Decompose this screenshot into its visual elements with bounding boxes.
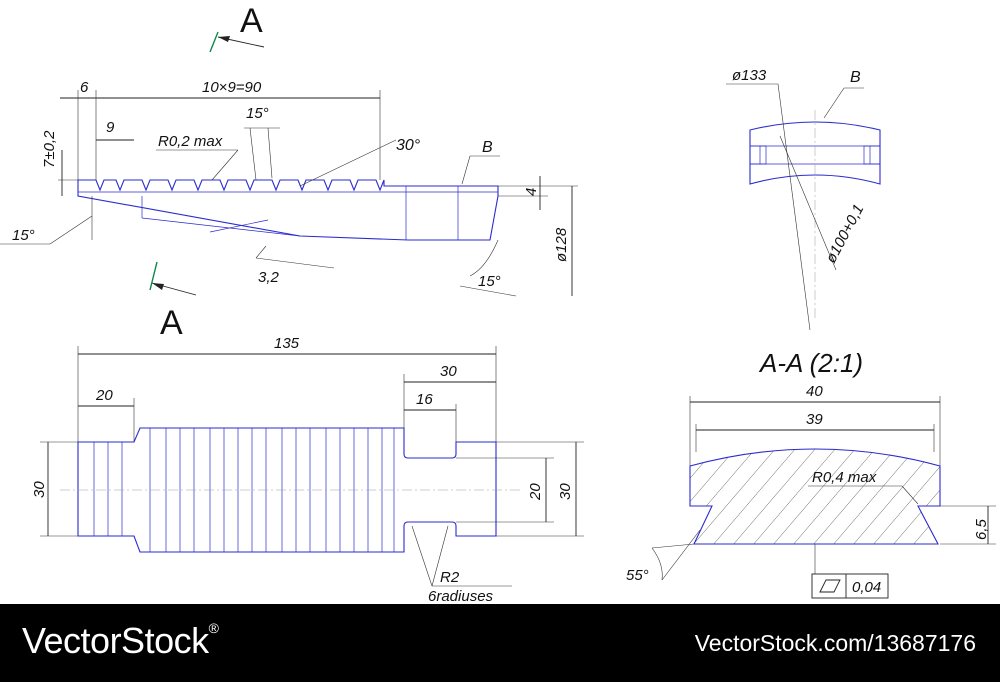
dim-radius-aa: R0,4 max (812, 469, 877, 486)
dim-height-right: 30 (557, 483, 574, 500)
dim-pitch-total: 10×9=90 (202, 79, 262, 96)
label-b-side: B (482, 139, 493, 156)
angle-arc (469, 239, 499, 277)
angle-end: 30° (396, 137, 421, 154)
extension-line (651, 543, 695, 549)
watermark-footer: VectorStock® VectorStock.com/13687176 (0, 604, 1000, 682)
tolerance-frame (811, 573, 889, 599)
dim-radius: R0,2 max (158, 133, 223, 150)
leader-line (267, 127, 273, 179)
dim-step: 4 (523, 188, 540, 196)
dim-height-inner: 20 (527, 483, 544, 501)
angle-aa: 55° (626, 567, 649, 584)
brand-name: VectorStock (22, 620, 209, 661)
small-section-notch (863, 145, 881, 165)
dim-slot: 16 (416, 391, 433, 408)
note-radius: R2 (440, 569, 460, 586)
side-view: A A 6 10×9=90 9 R0,2 max 15° 30° B (0, 2, 578, 342)
arrowhead (218, 36, 230, 42)
angle-tooth: 15° (246, 105, 269, 122)
dim-height: 7±0,2 (41, 130, 58, 168)
angle-arc (651, 547, 663, 581)
side-view-outline (77, 179, 499, 241)
tolerance-value: 0,04 (852, 579, 881, 596)
angle-bottom: 15° (12, 227, 35, 244)
leader-line (661, 529, 701, 581)
dim-dia-inner: ø100+0,1 (823, 202, 868, 266)
leader-line (255, 257, 335, 269)
small-section-notch (749, 145, 767, 165)
note-count: 6radiuses (428, 588, 494, 604)
side-view-line (209, 219, 269, 233)
image-url[interactable]: VectorStock.com/13687176 (694, 630, 976, 656)
dim-left: 20 (95, 387, 113, 404)
section-title: A-A (2:1) (758, 348, 863, 378)
small-section-outline (749, 121, 881, 185)
dim-slope: 3,2 (258, 269, 280, 286)
dim-width-inner: 39 (806, 411, 823, 428)
dim-height-aa: 6,5 (973, 518, 990, 540)
dim-height-left: 30 (31, 481, 48, 498)
section-hatching (690, 449, 940, 544)
dim-length: 135 (274, 335, 300, 352)
leader-line (777, 83, 811, 331)
leader-line (49, 215, 93, 245)
leader-line (411, 525, 433, 587)
dim-dia: ø128 (553, 227, 570, 262)
leader-line (823, 87, 845, 119)
leader-line (431, 525, 449, 587)
leader-line (299, 139, 397, 187)
label-b-small: B (850, 69, 861, 86)
technical-drawing: A A 6 10×9=90 9 R0,2 max 15° 30° B (0, 2, 996, 604)
flatness-symbol-icon (819, 579, 841, 593)
arrowhead (152, 283, 164, 290)
brand-logo[interactable]: VectorStock® (22, 620, 219, 662)
section-marker-top: A (240, 2, 263, 40)
angle-right: 15° (478, 273, 501, 290)
leader-line (459, 285, 517, 297)
dim-pitch: 9 (106, 119, 115, 136)
section-cut-line-bottom (149, 261, 158, 291)
dim-right: 30 (440, 363, 457, 380)
dim-width: 40 (806, 383, 823, 400)
leader-line (779, 135, 837, 271)
dim-start: 6 (80, 79, 89, 96)
top-view: 135 20 30 16 30 20 30 R2 6radiuses (31, 335, 584, 604)
small-section-view: ø133 B ø100+0,1 (726, 67, 881, 331)
leader-line (211, 149, 239, 181)
dim-dia-outer: ø133 (732, 67, 767, 84)
section-cut-line-top (209, 31, 219, 53)
brand-mark: ® (208, 620, 219, 636)
section-aa-view: A-A (2:1) 40 39 R0,4 max 6,5 (626, 348, 996, 599)
leader-line (255, 245, 267, 259)
leader-line (901, 485, 919, 505)
section-marker-bottom: A (160, 304, 183, 342)
leader-line (249, 127, 257, 181)
side-view-line (141, 217, 301, 237)
section-aa-outline (689, 448, 941, 545)
leader-line (461, 155, 471, 185)
